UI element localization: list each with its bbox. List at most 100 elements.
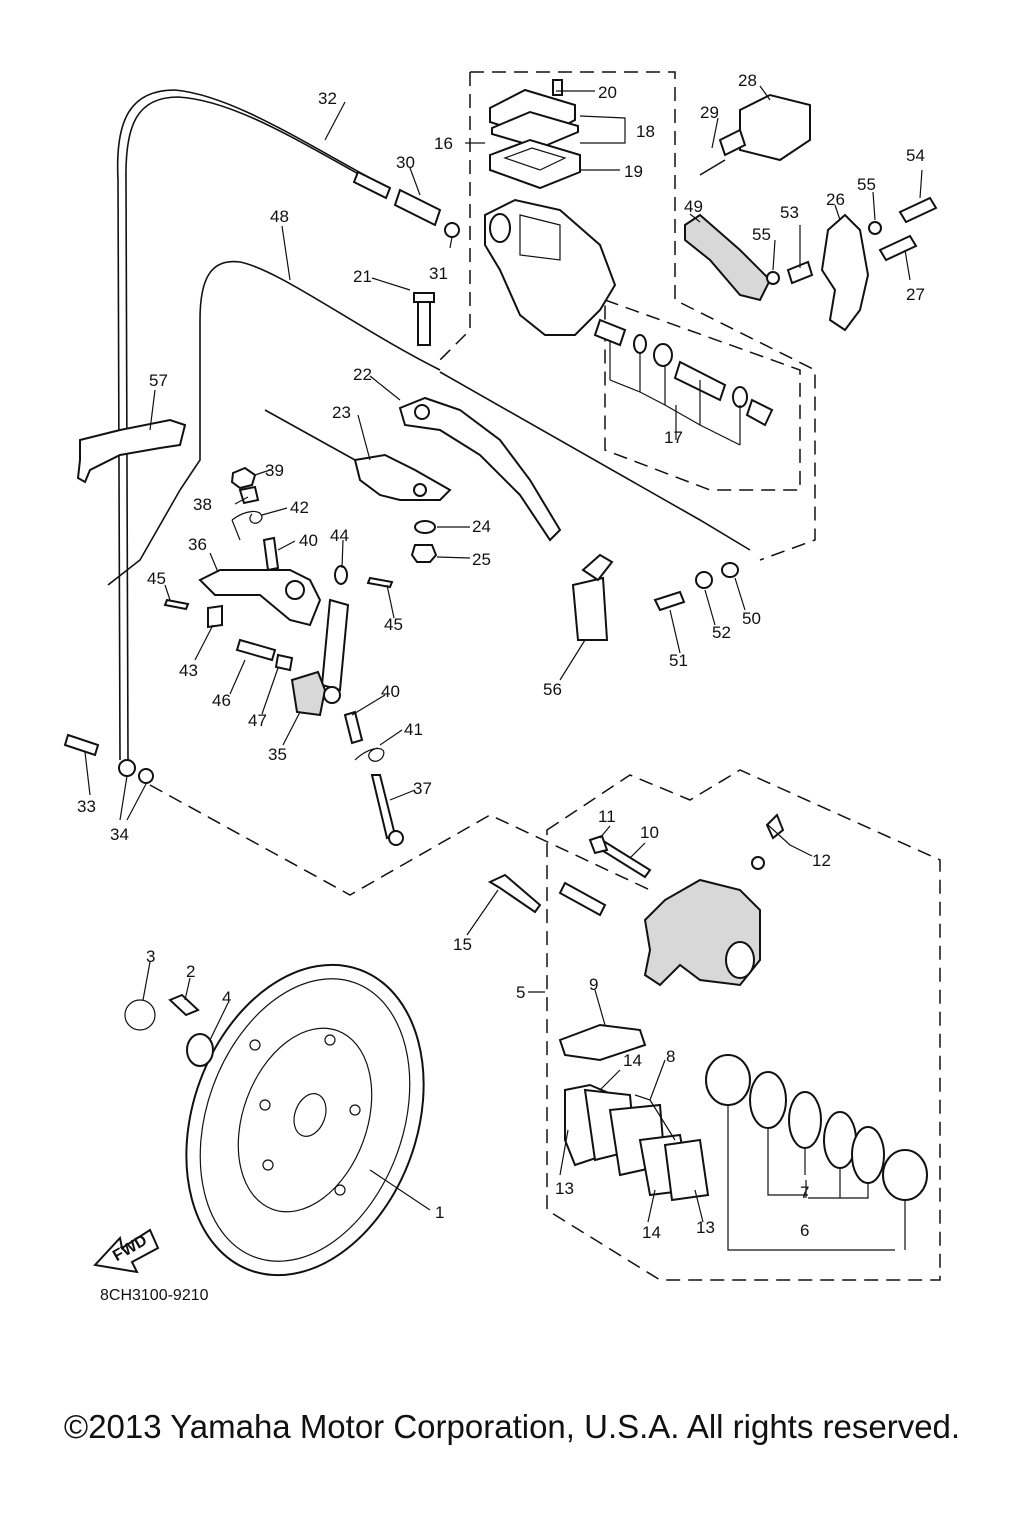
label-45b: 45: [384, 615, 403, 634]
bracket-57: [76, 418, 187, 484]
label-17: 17: [664, 428, 683, 447]
label-22: 22: [353, 365, 372, 384]
label-15: 15: [453, 935, 472, 954]
label-1: 1: [435, 1203, 444, 1222]
label-39: 39: [265, 461, 284, 480]
brake-cable-48: [179, 260, 441, 491]
pin-43: [207, 604, 223, 629]
label-10: 10: [640, 823, 659, 842]
piston-6a: [705, 1054, 751, 1106]
label-38: 38: [193, 495, 212, 514]
circlip-3: [124, 999, 156, 1031]
washer-52: [695, 571, 713, 589]
label-47: 47: [248, 711, 267, 730]
key-2: [168, 993, 200, 1017]
label-16: 16: [434, 134, 453, 153]
spring-42: [231, 510, 263, 541]
bolt-15: [487, 873, 542, 914]
brake-cable-32: [116, 89, 371, 761]
lever-49: [684, 213, 772, 302]
label-30: 30: [396, 153, 415, 172]
copyright-notice: ©2013 Yamaha Motor Corporation, U.S.A. A…: [63, 1408, 961, 1445]
master-cylinder-body: [484, 198, 617, 336]
label-9: 9: [589, 975, 598, 994]
label-12: 12: [812, 851, 831, 870]
label-49: 49: [684, 197, 703, 216]
pad-spring-9: [558, 1023, 647, 1062]
label-26: 26: [826, 190, 845, 209]
nut-38: [238, 485, 260, 505]
label-53: 53: [780, 203, 799, 222]
diaphragm-19: [489, 138, 581, 190]
label-25: 25: [472, 550, 491, 569]
label-3: 3: [146, 947, 155, 966]
rod-37: [370, 774, 397, 840]
label-29: 29: [700, 103, 719, 122]
bolt-33: [63, 733, 100, 757]
part-labels: 1 2 3 4 5 6 7 8 9 10 11 12 13 13 14 14 1…: [77, 71, 925, 1304]
label-2: 2: [186, 962, 195, 981]
label-6: 6: [800, 1221, 809, 1240]
label-40b: 40: [381, 682, 400, 701]
label-56: 56: [543, 680, 562, 699]
label-18: 18: [636, 122, 655, 141]
linkage-assembly: [63, 418, 404, 846]
label-14b: 14: [642, 1223, 661, 1242]
label-33: 33: [77, 797, 96, 816]
misc-parts: [571, 553, 739, 641]
diagram-code: 8CH3100-9210: [100, 1287, 209, 1304]
cable-adjuster-30: [393, 188, 442, 227]
washer-4: [186, 1033, 214, 1067]
label-48: 48: [270, 207, 289, 226]
label-28: 28: [738, 71, 757, 90]
washer-34b: [138, 768, 154, 784]
label-8: 8: [666, 1047, 675, 1066]
nut-39: [230, 466, 257, 490]
label-13b: 13: [696, 1218, 715, 1237]
link-44: [320, 598, 350, 692]
label-23: 23: [332, 403, 351, 422]
label-55a: 55: [857, 175, 876, 194]
brake-disc-assembly: [93, 963, 425, 1277]
leader-lines: [84, 85, 923, 1223]
label-55b: 55: [752, 225, 771, 244]
label-13a: 13: [555, 1179, 574, 1198]
brake-switch-28: [739, 93, 811, 162]
group-outlines: [149, 71, 941, 1281]
plug-11: [588, 834, 609, 855]
label-52: 52: [712, 623, 731, 642]
label-31: 31: [429, 264, 448, 283]
label-32: 32: [318, 89, 337, 108]
label-27: 27: [906, 285, 925, 304]
collar-50: [721, 562, 739, 578]
pin-10: [598, 840, 652, 879]
clip-45b: [366, 576, 394, 589]
label-50: 50: [742, 609, 761, 628]
label-45a: 45: [147, 569, 166, 588]
label-40a: 40: [299, 531, 318, 550]
screw-20: [552, 79, 563, 96]
piston-6b: [882, 1149, 928, 1201]
label-57: 57: [149, 371, 168, 390]
label-43: 43: [179, 661, 198, 680]
spring-41: [354, 747, 385, 762]
pin-40a: [262, 536, 280, 572]
cables: [107, 89, 751, 761]
label-24: 24: [472, 517, 491, 536]
label-5: 5: [516, 983, 525, 1002]
label-21: 21: [353, 267, 372, 286]
label-54: 54: [906, 146, 925, 165]
pin-40b: [343, 710, 364, 745]
label-44: 44: [330, 526, 349, 545]
pad-13c: [663, 1138, 710, 1202]
lever-bracket-23: [353, 453, 452, 501]
disc-1: [185, 963, 425, 1277]
piston-kit-17: [593, 318, 774, 446]
bolt-51: [653, 590, 686, 612]
brake-lever-assembly: [264, 292, 562, 563]
caliper-assembly: [487, 813, 928, 1251]
washer-34a: [118, 759, 136, 777]
clip-45a: [163, 598, 190, 611]
bracket-26: [820, 213, 870, 332]
